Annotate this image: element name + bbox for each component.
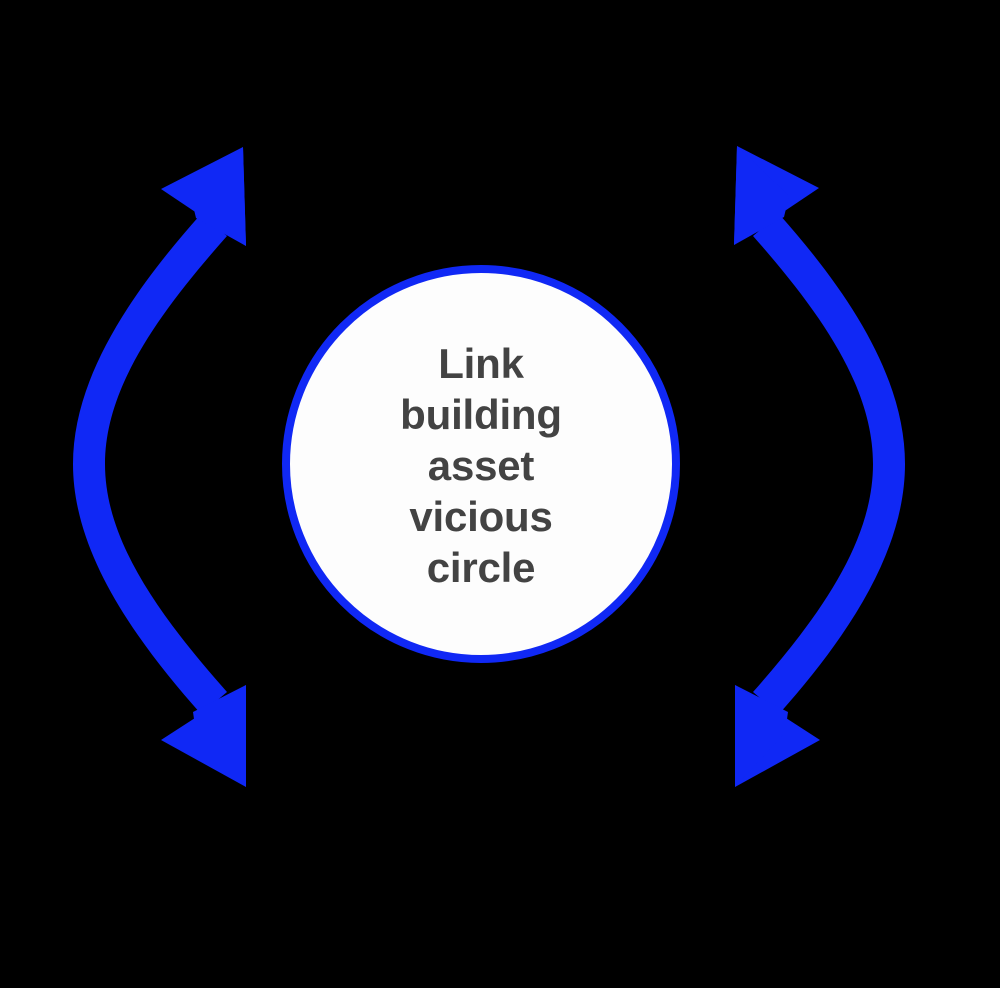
- left-arc-shaft: [73, 214, 227, 714]
- right-arc-bottom-arrowhead-joint: [735, 685, 788, 787]
- left-double-headed-arc-arrow[interactable]: [73, 147, 246, 787]
- right-arc-top-arrowhead-joint: [734, 146, 789, 245]
- left-arc-top-arrowhead-joint: [191, 147, 246, 246]
- right-arc-shaft: [753, 214, 905, 714]
- center-circle-node[interactable]: [282, 265, 680, 663]
- right-double-headed-arc-arrow[interactable]: [734, 146, 905, 787]
- left-arc-bottom-arrowhead-joint: [193, 685, 246, 787]
